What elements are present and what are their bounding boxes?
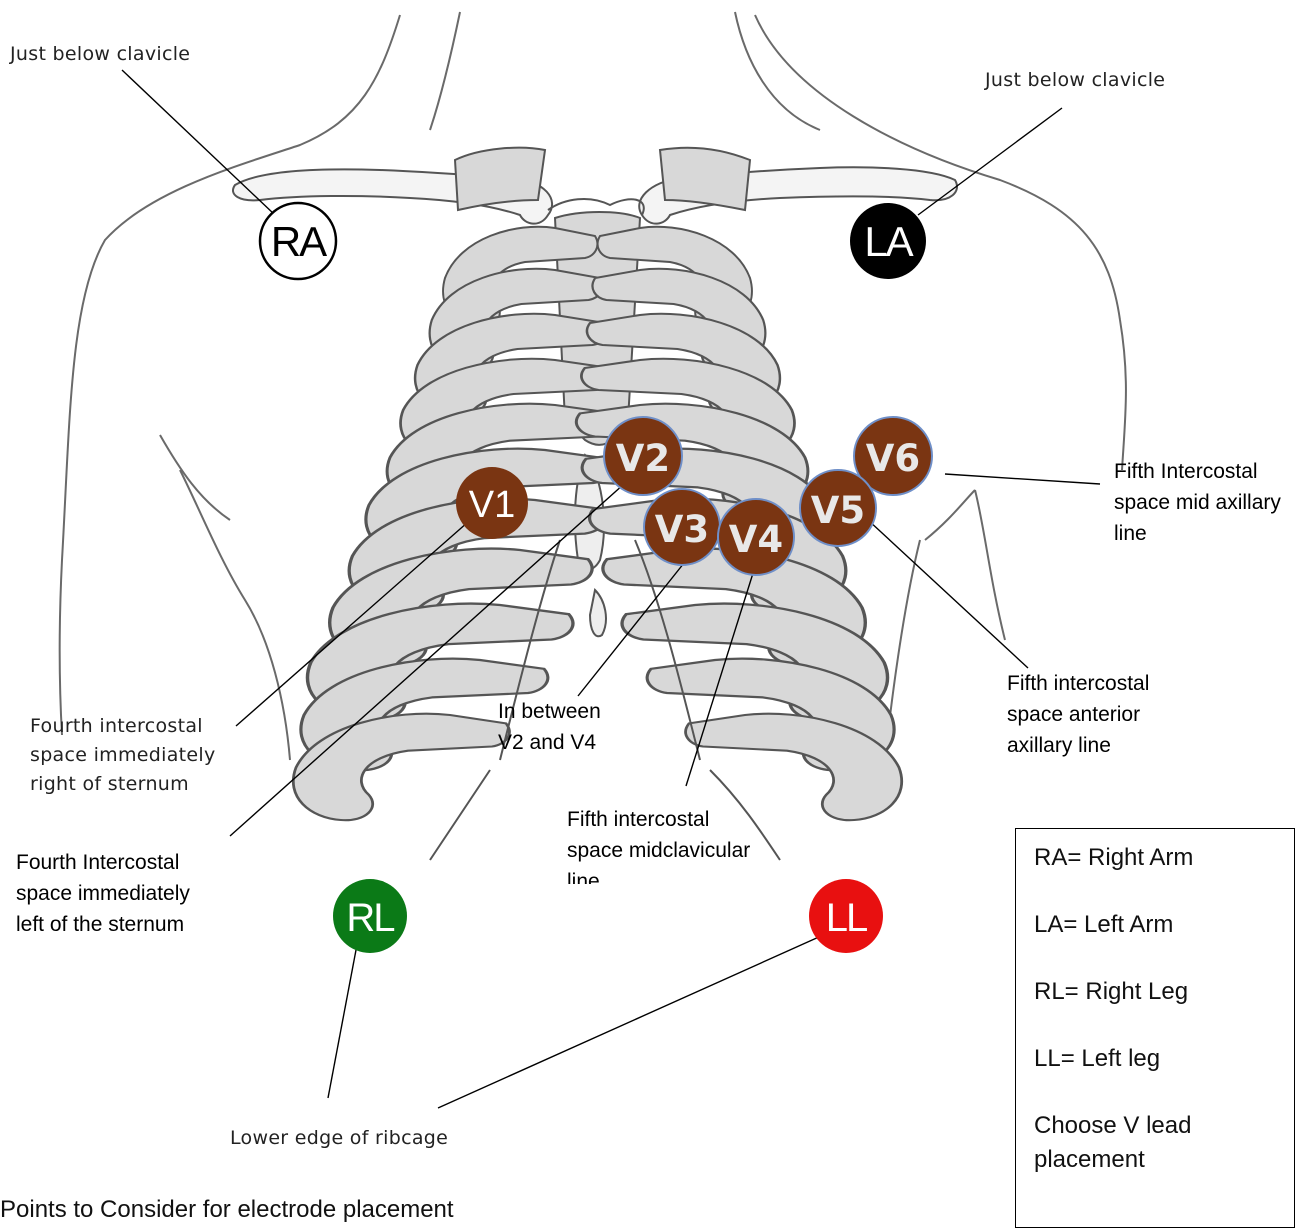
key-ra: RA= Right Arm [1034, 841, 1294, 875]
electrode-v3-label: V3 [655, 508, 709, 551]
annotation-v1-line: space immediately [30, 741, 216, 770]
electrode-ra: RA [260, 203, 336, 279]
annotation-ra: Just below clavicle [10, 40, 190, 69]
electrode-v1: V1 [456, 467, 528, 539]
annotation-la: Just below clavicle [985, 66, 1165, 95]
electrode-rl-label: RL [346, 896, 394, 940]
annotation-v3: In between V2 and V4 [498, 696, 601, 758]
annotation-v3-line: In between [498, 696, 601, 727]
annotation-v1-line: Fourth intercostal [30, 712, 216, 741]
footer-caption: Points to Consider for electrode placeme… [0, 1196, 454, 1224]
electrode-la-label: LA [864, 218, 913, 265]
electrode-v4: V4 [718, 499, 794, 575]
annotation-v3-line: V2 and V4 [498, 727, 601, 758]
annotation-v4-line: Fifth intercostal [567, 806, 750, 835]
annotation-v5-line: axillary line [1007, 730, 1149, 761]
annotation-v5: Fifth intercostal space anterior axillar… [1007, 668, 1149, 761]
electrode-v4-label: V4 [729, 518, 783, 561]
electrode-v6-label: V6 [866, 437, 920, 480]
electrode-ll: LL [809, 879, 883, 953]
annotation-v6-line: Fifth Intercostal [1114, 456, 1281, 487]
electrode-v5: V5 [800, 470, 876, 546]
annotation-v1: Fourth intercostal space immediately rig… [30, 712, 216, 799]
annotation-v5-line: Fifth intercostal [1007, 668, 1149, 699]
electrode-la: LA [850, 203, 926, 279]
annotation-v2-line: left of the sternum [16, 909, 190, 940]
annotation-v4-line: space midclavicular [567, 835, 750, 866]
electrode-ra-label: RA [271, 218, 327, 265]
annotation-v4-clip: Fifth intercostal space midclavicular li… [560, 806, 820, 884]
annotation-v4-line: line [567, 866, 750, 884]
annotation-v6: Fifth Intercostal space mid axillary lin… [1114, 456, 1281, 549]
annotation-v6-line: space mid axillary [1114, 487, 1281, 518]
electrode-v5-label: V5 [811, 489, 865, 532]
annotation-v2-line: Fourth Intercostal [16, 847, 190, 878]
legend-key-box: RA= Right Arm LA= Left Arm RL= Right Leg… [1015, 828, 1295, 1228]
key-instruction: Choose V lead placement [1034, 1109, 1234, 1177]
key-ll: LL= Left leg [1034, 1042, 1294, 1076]
electrode-rl: RL [333, 879, 407, 953]
key-la: LA= Left Arm [1034, 908, 1294, 942]
electrode-ll-label: LL [826, 896, 867, 940]
annotation-legs: Lower edge of ribcage [230, 1124, 448, 1153]
electrode-v1-label: V1 [469, 484, 515, 526]
annotation-v5-line: space anterior [1007, 699, 1149, 730]
rib-tops [455, 148, 750, 210]
annotation-v1-line: right of sternum [30, 770, 216, 799]
electrode-v2: V2 [604, 417, 682, 495]
electrode-v2-label: V2 [616, 437, 670, 480]
annotation-v2: Fourth Intercostal space immediately lef… [16, 847, 190, 940]
annotation-v4: Fifth intercostal space midclavicular li… [567, 806, 750, 884]
annotation-v2-line: space immediately [16, 878, 190, 909]
key-rl: RL= Right Leg [1034, 975, 1294, 1009]
annotation-v6-line: line [1114, 518, 1281, 549]
electrode-v3: V3 [644, 489, 720, 565]
